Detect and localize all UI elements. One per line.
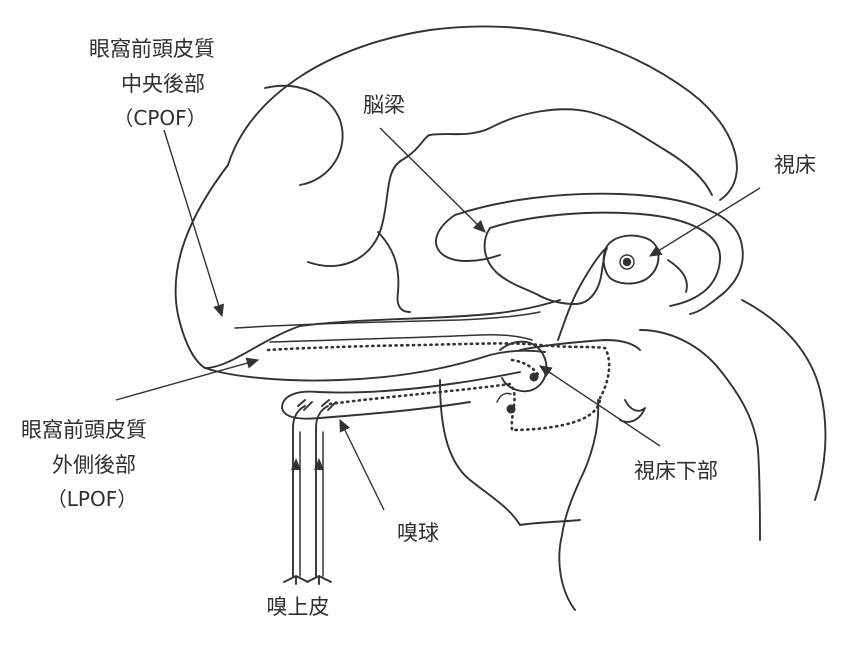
arrow-cpof [164,130,222,316]
arrow-hypothalamus [540,366,660,446]
labels: 眼窩前頭皮質 中央後部 （CPOF） 脳梁 視床 眼窩前頭皮質 外側後部 （LP… [21,37,816,619]
thalamic-tract [558,248,606,340]
thalamus-nucleus [623,258,631,266]
olfactory-nerve-right [316,406,328,576]
pons-contour [520,520,580,525]
arrow-olfactory-bulb [340,420,384,510]
brainstem-region [440,300,825,610]
label-corpus-callosum: 脳梁 [363,93,405,117]
pathway-lpof [330,384,600,430]
gyrus-fold-upper [430,109,712,195]
cingulate-inner [436,215,500,261]
label-lpof-line3: （LPOF） [47,487,137,511]
label-olfactory-epithelium: 嗅上皮 [267,595,330,619]
brainstem-anterior [440,380,520,525]
hypothalamus-nucleus-upper [530,373,539,382]
callosum-splenium-inner [668,260,687,292]
corpus-callosum [455,194,743,314]
infundibulum [620,400,645,422]
neural-pathways [268,343,609,430]
hypothalamus-region [497,342,645,422]
frontal-sulcus [265,86,343,185]
hypothalamus-fiber [497,393,511,402]
cerebellum-contour [640,330,760,540]
hypothalamus-nucleus-lower [507,405,516,414]
label-hypothalamus: 視床下部 [634,459,718,483]
fornix-loop [540,248,607,304]
pathway-cpof [268,343,609,398]
thalamus-outline [604,236,659,284]
arrow-lpof [116,360,258,400]
olfactory-nerve-left [293,406,305,576]
receptor-right [307,576,331,584]
label-olfactory-bulb: 嗅球 [397,521,439,545]
gyrus-rectus [270,335,532,342]
label-lpof-line2: 外側後部 [52,453,136,477]
orbital-band-top [205,300,560,368]
label-cpof-line1: 眼窩前頭皮質 [89,37,215,61]
brainstem-posterior [559,400,598,610]
arrow-corpus-callosum [380,128,485,232]
thalamus-region [540,236,659,340]
orbitofrontal-band [205,300,560,381]
label-lpof-line1: 眼窩前頭皮質 [21,418,147,442]
olfactory-structures [282,372,520,584]
cortex-outline [228,26,737,200]
olfactory-bulb-outline [282,372,520,408]
label-thalamus: 視床 [774,153,816,177]
frontal-lobe-contour [176,165,228,368]
label-cpof-line3: （CPOF） [113,106,206,130]
receptor-left [284,576,308,584]
cingulate-fold [378,232,410,312]
callosum-genu [485,228,540,296]
gyrus-fold-left [308,135,430,266]
posterior-lobe [742,300,825,500]
label-cpof-line2: 中央後部 [121,72,205,96]
